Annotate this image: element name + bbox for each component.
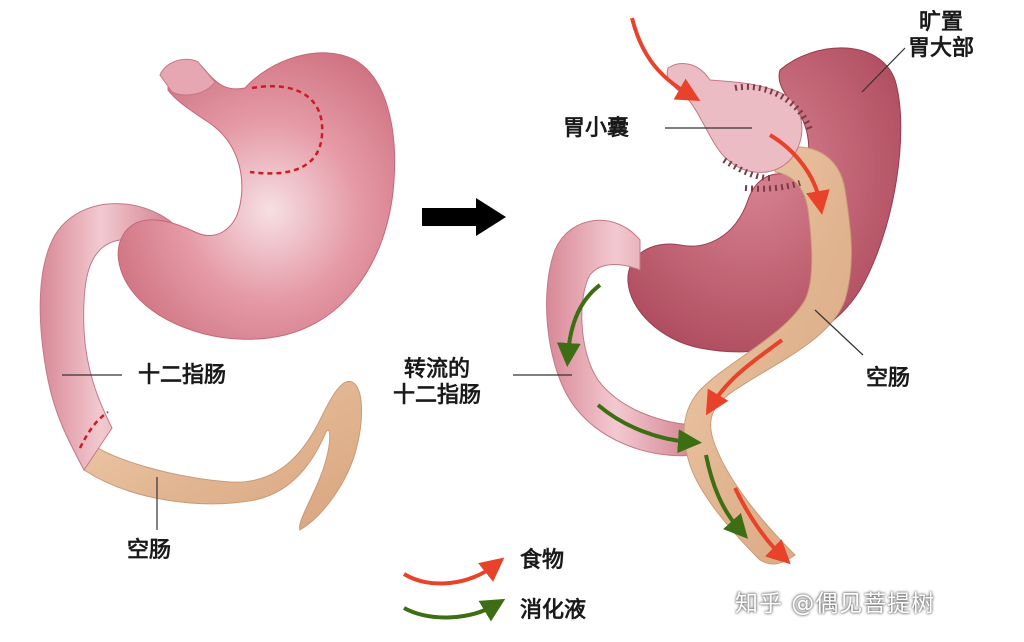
excluded-stomach-leader xyxy=(861,47,906,93)
right-bypass-anatomy xyxy=(513,17,906,565)
food-arrow-pouch xyxy=(768,133,830,215)
label-duodenum-left: 十二指肠 xyxy=(138,363,227,388)
digestive-arrow-outlet xyxy=(704,454,749,539)
watermark: 知乎 @偶见菩提树 xyxy=(735,591,936,617)
label-excluded-stomach-line1: 旷置 xyxy=(919,10,964,35)
food-arrow-inlet xyxy=(630,17,701,101)
duodenum-left-shape xyxy=(39,203,176,471)
legend xyxy=(402,557,506,622)
duodenum-cut-line-left xyxy=(78,410,109,449)
legend-digestive-arrow xyxy=(403,598,506,622)
label-diverted-duodenum: 转流的 十二指肠 xyxy=(393,357,481,409)
label-excluded-stomach-line2: 胃大部 xyxy=(908,36,975,61)
label-diverted-duodenum-line1: 转流的 xyxy=(404,357,471,382)
esophagus-left-shape xyxy=(159,58,216,96)
label-diverted-duodenum-line2: 十二指肠 xyxy=(393,383,482,408)
legend-food-label: 食物 xyxy=(520,548,565,573)
legend-food-arrow xyxy=(402,557,505,586)
diverted-duodenum-shape xyxy=(546,219,701,457)
legend-digestive-label: 消化液 xyxy=(520,598,587,623)
label-gastric-pouch: 胃小囊 xyxy=(563,116,630,141)
label-jejunum-right: 空肠 xyxy=(866,366,911,391)
label-excluded-stomach: 旷置 胃大部 xyxy=(908,10,974,62)
food-arrow-outlet xyxy=(733,487,791,565)
jejunum-right-leader xyxy=(814,309,864,356)
left-normal-anatomy xyxy=(39,52,396,531)
label-jejunum-left: 空肠 xyxy=(127,538,172,563)
jejunum-left-shape xyxy=(83,380,363,531)
transition-arrow xyxy=(422,198,506,236)
digestive-arrow-duodenum-bottom xyxy=(596,403,702,454)
pouch-cut-line-left xyxy=(249,85,324,175)
stomach-left-shape xyxy=(117,52,396,340)
food-arrow-jejunum-mid xyxy=(705,338,784,416)
digestive-arrow-duodenum-top xyxy=(556,283,602,367)
